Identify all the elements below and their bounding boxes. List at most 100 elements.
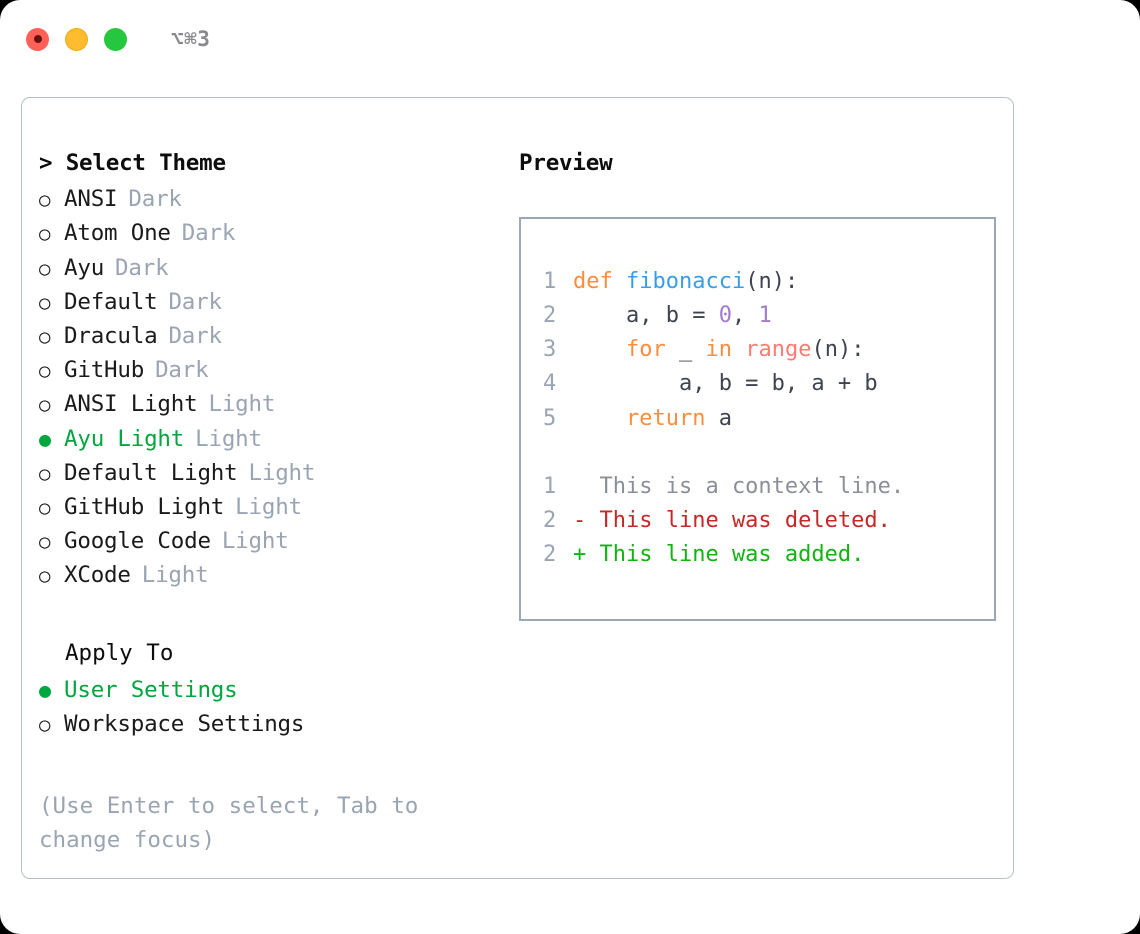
radio-empty-icon: ○ (39, 291, 51, 314)
radio-selected-icon: ● (39, 426, 51, 451)
code-line: 2 a, b = 0, 1 (543, 299, 994, 333)
radio-empty-icon: ○ (39, 713, 51, 736)
theme-variant-tag: Light (141, 562, 209, 589)
minimize-button[interactable] (65, 27, 88, 51)
diff-content: - This line was deleted. (573, 504, 891, 538)
line-number: 3 (543, 337, 557, 363)
theme-label: Ayu Light (64, 425, 185, 452)
token (573, 337, 626, 362)
theme-label: ANSI Light (64, 391, 198, 418)
apply-to-list[interactable]: ● User Settings ○ Workspace Settings (39, 673, 501, 741)
theme-variant-tag: Dark (115, 254, 169, 281)
token (573, 406, 626, 431)
theme-variant-tag: Dark (128, 186, 182, 213)
line-number: 2 (543, 541, 557, 567)
theme-variant-tag: Light (235, 493, 302, 520)
token: _ (665, 337, 706, 363)
token: a, b = (573, 303, 719, 329)
line-number: 2 (543, 303, 557, 329)
radio-empty-icon: ○ (39, 496, 51, 519)
theme-label: Ayu (64, 254, 105, 281)
theme-label: Default (64, 288, 158, 315)
token: range (745, 337, 812, 363)
line-number: 1 (543, 269, 557, 295)
theme-label: Dracula (64, 322, 158, 349)
theme-item-6[interactable]: ○ ANSI Light Light (39, 387, 501, 421)
theme-label: Atom One (64, 220, 171, 247)
radio-empty-icon: ○ (39, 257, 51, 280)
close-button[interactable] (26, 27, 49, 51)
title-bar: ⌥⌘3 (0, 0, 1140, 78)
token: for (625, 337, 666, 363)
apply-to-section: Apply To ● User Settings ○ Workspace Settin… (39, 636, 501, 741)
diff-line: 2 - This line was deleted. (543, 504, 994, 538)
code-content: a, b = 0, 1 (573, 299, 772, 333)
theme-variant-tag: Light (195, 425, 262, 452)
apply-to-item-1[interactable]: ○ Workspace Settings (39, 707, 501, 741)
token: in (705, 337, 732, 363)
theme-variant-tag: Light (248, 459, 316, 486)
code-line: 3 for _ in range(n): (543, 333, 994, 367)
apply-to-title: Apply To (65, 640, 174, 667)
token (613, 269, 626, 294)
radio-empty-icon: ○ (39, 325, 51, 348)
token: a, b = b, a + b (573, 371, 878, 397)
diff-line: 2 + This line was added. (543, 538, 994, 572)
code-content: def fibonacci(n): (573, 265, 798, 299)
maximize-button[interactable] (104, 27, 127, 51)
radio-empty-icon: ○ (39, 394, 51, 417)
token: This is a context line. (573, 473, 905, 499)
apply-to-label: User Settings (64, 676, 238, 703)
diff-content: + This line was added. (573, 538, 864, 572)
radio-empty-icon: ○ (39, 360, 51, 383)
theme-item-3[interactable]: ○ Default Dark (39, 285, 501, 319)
theme-label: XCode (64, 562, 131, 589)
radio-selected-icon: ● (39, 677, 51, 702)
theme-label: GitHub (64, 357, 145, 384)
apply-to-item-0[interactable]: ● User Settings (39, 673, 501, 707)
code-spacer (543, 436, 994, 470)
theme-label: Default Light (64, 459, 238, 486)
token: (n): (811, 337, 865, 363)
theme-item-5[interactable]: ○ GitHub Dark (39, 353, 501, 387)
theme-variant-tag: Dark (155, 357, 209, 384)
line-number: 2 (543, 507, 557, 533)
code-line: 1 def fibonacci(n): (543, 265, 994, 299)
token: 1 (758, 303, 772, 329)
token: + This line was added. (573, 541, 865, 567)
theme-item-7[interactable]: ● Ayu Light Light (39, 422, 501, 456)
code-content: for _ in range(n): (573, 333, 864, 367)
token: , (731, 303, 759, 329)
theme-item-4[interactable]: ○ Dracula Dark (39, 319, 501, 353)
close-icon (33, 35, 42, 43)
token: a (705, 405, 732, 431)
diff-content: This is a context line. (573, 470, 904, 504)
token: fibonacci (626, 269, 746, 295)
token: def (573, 269, 613, 295)
line-number: 1 (543, 473, 557, 499)
apply-to-label: Workspace Settings (64, 710, 305, 737)
theme-variant-tag: Light (208, 391, 276, 418)
theme-item-8[interactable]: ○ Default Light Light (39, 456, 501, 490)
line-number: 5 (543, 405, 557, 431)
theme-item-2[interactable]: ○ Ayu Dark (39, 251, 501, 285)
theme-label: ANSI (64, 186, 118, 213)
code-content: return a (573, 402, 732, 436)
keyboard-hint: (Use Enter to select, Tab to change focu… (39, 793, 432, 854)
token: (n): (745, 269, 799, 295)
diff-line: 1 This is a context line. (543, 470, 994, 504)
radio-empty-icon: ○ (39, 223, 51, 246)
radio-empty-icon: ○ (39, 462, 51, 485)
theme-variant-tag: Dark (168, 322, 222, 349)
theme-variant-tag: Dark (168, 288, 222, 315)
